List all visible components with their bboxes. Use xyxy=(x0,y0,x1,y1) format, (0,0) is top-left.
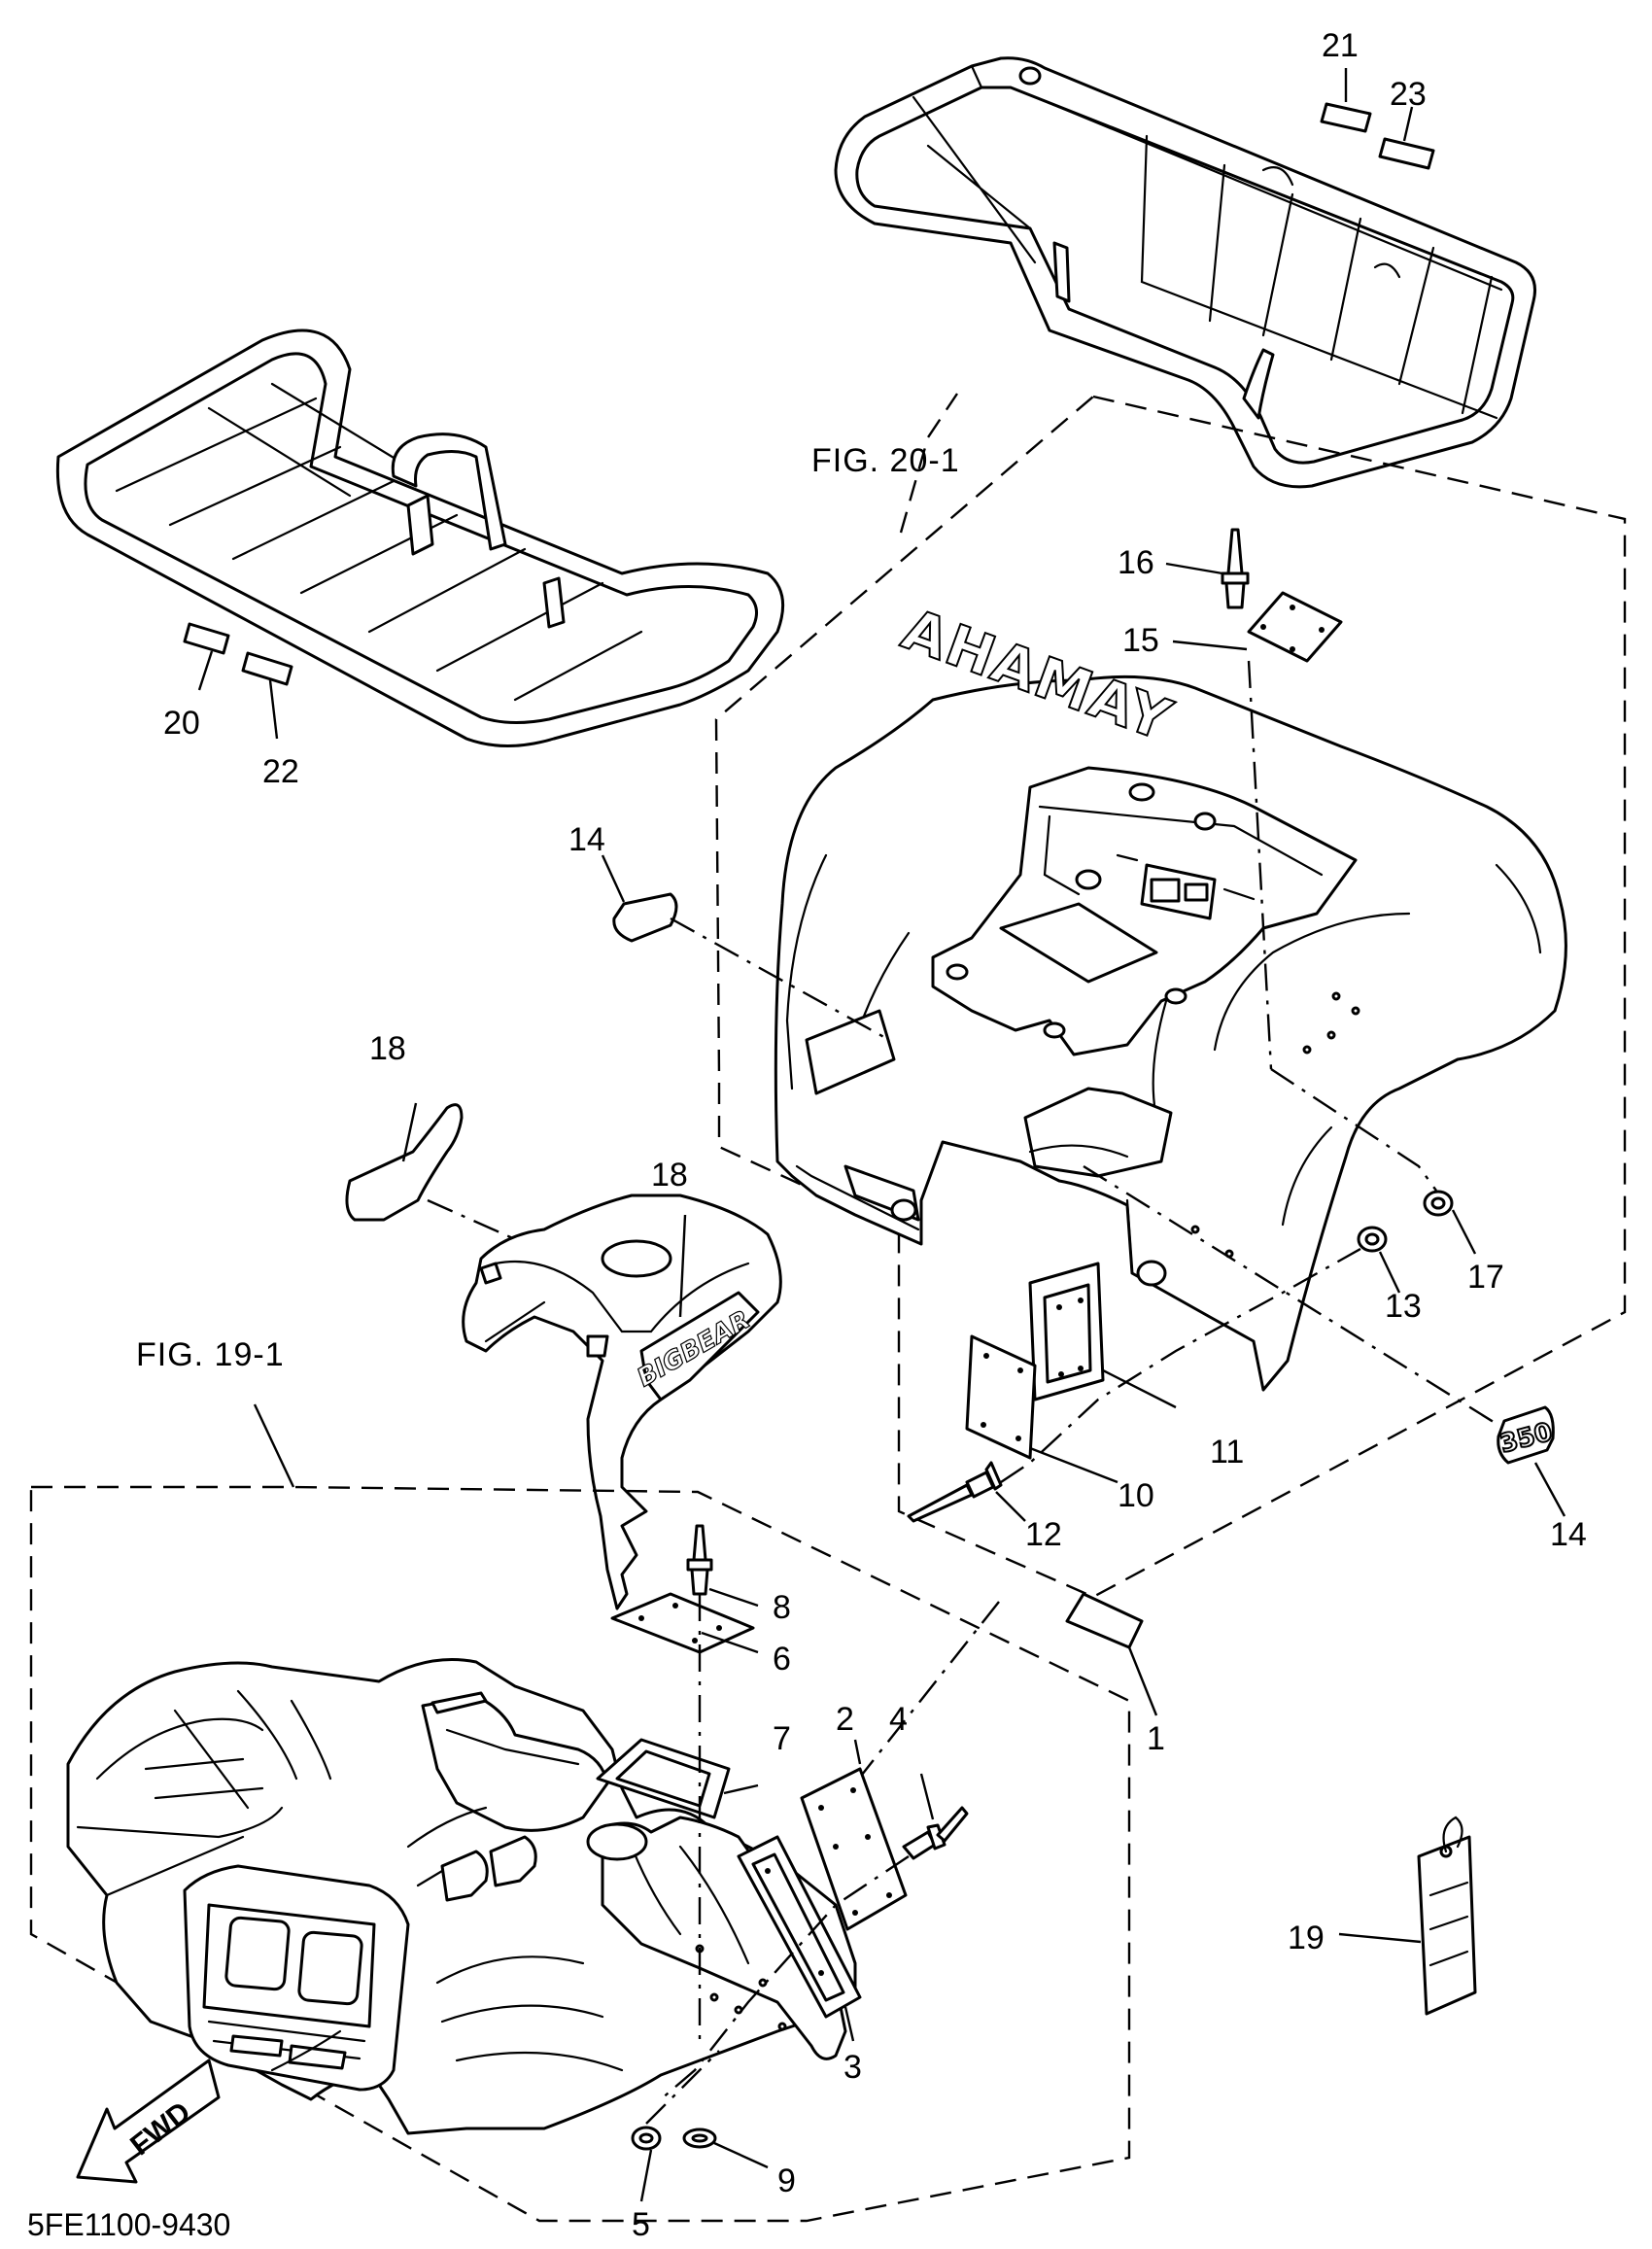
callout-22: 22 xyxy=(262,753,299,790)
gasket-3 xyxy=(737,1835,862,2019)
fwd-arrow-icon: FWD xyxy=(76,2059,221,2184)
plate-10 xyxy=(965,1334,1037,1460)
rivet-4 xyxy=(902,1806,969,1860)
callout-10: 10 xyxy=(1118,1477,1154,1514)
emblem-14-350: 350 xyxy=(1496,1405,1557,1465)
rivet-8 xyxy=(686,1524,713,1596)
front-fender xyxy=(66,1658,857,2135)
callout-9: 9 xyxy=(777,2162,796,2199)
gasket-11 xyxy=(1028,1262,1105,1401)
callout-18-left: 18 xyxy=(369,1030,406,1067)
rivet-16 xyxy=(1221,528,1250,609)
plate-15 xyxy=(1247,591,1343,663)
callout-2: 2 xyxy=(836,1701,854,1738)
grommet-13 xyxy=(1357,1226,1388,1253)
callout-11: 11 xyxy=(1210,1434,1244,1470)
grommet-17 xyxy=(1423,1190,1454,1217)
decal-1 xyxy=(1065,1592,1144,1649)
plate-2 xyxy=(800,1767,908,1931)
gasket-7 xyxy=(596,1738,731,1819)
callout-23: 23 xyxy=(1390,76,1427,113)
grommet-5 xyxy=(631,2126,662,2151)
tag-19 xyxy=(1417,1816,1477,2016)
callout-1: 1 xyxy=(1147,1720,1165,1757)
callout-13: 13 xyxy=(1385,1288,1422,1325)
rear-fender: YAMAHA xyxy=(774,594,1567,1392)
callout-12: 12 xyxy=(1025,1516,1062,1553)
callout-4: 4 xyxy=(889,1701,908,1738)
decal-21 xyxy=(1320,102,1372,133)
callout-20: 20 xyxy=(163,705,200,742)
front-carrier xyxy=(55,329,785,747)
callout-8: 8 xyxy=(773,1589,791,1626)
decal-18-left xyxy=(345,1103,464,1222)
drawing-code: 5FE1100-9430 xyxy=(27,2207,230,2242)
decal-22 xyxy=(241,651,293,686)
callout-15: 15 xyxy=(1122,622,1159,659)
grommet-9 xyxy=(682,2128,717,2149)
callout-3: 3 xyxy=(843,2049,862,2086)
fig-20-1-label: FIG. 20-1 xyxy=(811,442,960,479)
callout-19: 19 xyxy=(1288,1920,1325,1956)
callout-14-lower: 14 xyxy=(1550,1516,1587,1553)
callout-18-center: 18 xyxy=(651,1157,688,1194)
callout-6: 6 xyxy=(773,1641,791,1678)
callout-5: 5 xyxy=(632,2206,650,2243)
rivet-12 xyxy=(907,1461,1003,1523)
callout-16: 16 xyxy=(1118,544,1154,581)
callout-7: 7 xyxy=(773,1720,791,1757)
callout-21: 21 xyxy=(1322,27,1359,64)
fig-19-1-label: FIG. 19-1 xyxy=(136,1336,285,1373)
rear-carrier xyxy=(834,56,1536,489)
callout-14-upper: 14 xyxy=(568,821,605,858)
center-panel-18: BIGBEAR xyxy=(462,1194,782,1610)
decal-23 xyxy=(1378,137,1435,170)
decal-20 xyxy=(183,622,230,655)
decal-14-upper xyxy=(612,892,678,943)
callout-17: 17 xyxy=(1467,1259,1504,1296)
